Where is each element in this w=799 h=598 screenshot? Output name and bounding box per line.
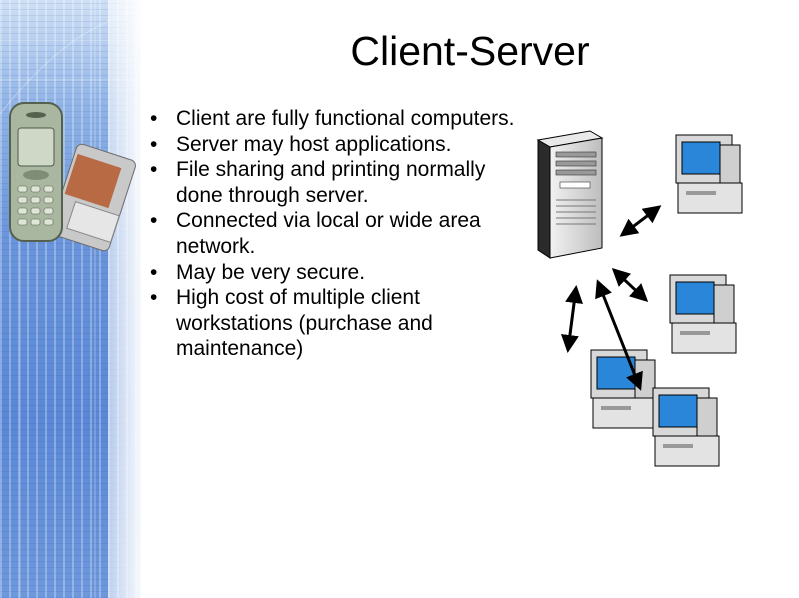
double-arrow-icon: [619, 205, 662, 237]
double-arrow-icon: [611, 267, 649, 303]
desktop-computer-icon: [652, 387, 720, 467]
double-arrow-icon: [560, 285, 584, 353]
bullet-text: Connected via local or wide area network…: [176, 209, 481, 258]
server-tower-icon: [536, 130, 604, 259]
bullet-dot: •: [150, 132, 158, 156]
bullet-text: May be very secure.: [176, 260, 366, 284]
side-banner-image: [0, 0, 141, 598]
pda-icon: [49, 143, 136, 252]
bullet-dot: •: [150, 260, 158, 284]
bullet-dot: •: [150, 107, 158, 130]
phone-pda-image: [0, 0, 141, 598]
client-server-diagram: [536, 130, 743, 467]
bullet-item: • High cost of multiple client workstatio…: [150, 285, 506, 362]
bullet-list: •Client are fully functional computers. …: [150, 106, 596, 362]
bullet-item: • Server may host applications.: [150, 132, 596, 158]
bullet-item: • File sharing and printing normally done…: [150, 157, 596, 208]
bullet-item: • May be very secure.: [150, 260, 596, 286]
bullet-dot: •: [150, 209, 158, 233]
double-arrow-icon: [595, 279, 643, 391]
bullet-text: Server may host applications.: [176, 132, 452, 156]
desktop-computer-icon: [675, 134, 743, 214]
bullet-dot: •: [150, 158, 158, 182]
desktop-computer-icon: [590, 349, 658, 429]
bullet-dot: •: [150, 286, 158, 310]
desktop-computer-icon: [669, 274, 737, 354]
bullet-text: Client are fully functional computers.: [176, 107, 515, 130]
bullet-item: • Client are fully functional computers.: [150, 106, 596, 132]
banner-fade-strip: [108, 0, 141, 598]
mobile-phone-icon: [9, 102, 63, 242]
slide-title: Client-Server: [350, 28, 590, 74]
bullet-text: File sharing and printing normally done …: [176, 158, 486, 207]
bullet-item: • Connected via local or wide area networ…: [150, 208, 596, 259]
bullet-text: High cost of multiple client workstation…: [176, 286, 433, 361]
